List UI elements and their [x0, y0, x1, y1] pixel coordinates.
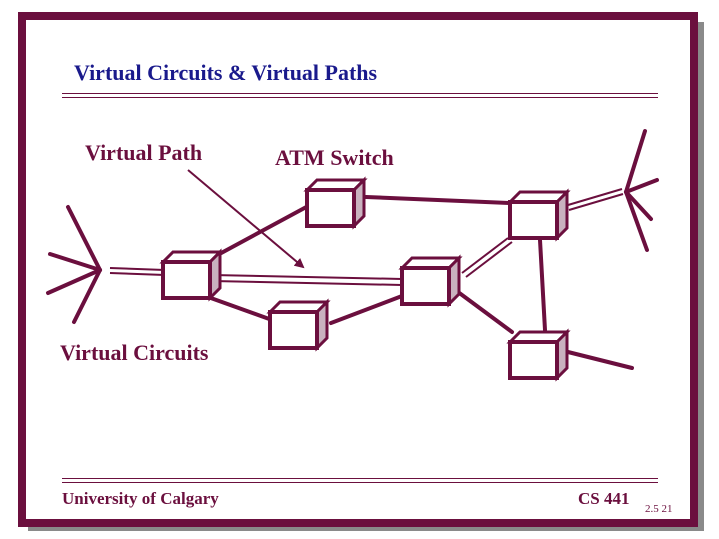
virtual-path-line-f: [109, 272, 166, 276]
link-right-bottom-stub: [566, 350, 634, 370]
virtual-path-line-e: [109, 267, 166, 271]
slide-title: Virtual Circuits & Virtual Paths: [74, 60, 378, 85]
page-number: 2.5 21: [645, 503, 673, 515]
switch-right-bottom: [506, 328, 571, 382]
switch-bottom-left: [266, 298, 331, 352]
link-center-to-right-bottom: [456, 290, 514, 334]
footer-rule-bottom: [62, 482, 658, 483]
virtual-path-line-b: [211, 280, 403, 286]
atm-switch-label: ATM Switch: [275, 145, 394, 170]
virtual-path-line-a: [211, 274, 403, 280]
footer-rule-top: [62, 478, 658, 479]
link-top-to-right-top: [364, 195, 512, 205]
switch-top: [303, 176, 368, 230]
switch-left: [159, 248, 224, 302]
link-left-to-bottom-left: [206, 295, 274, 322]
title-rule-top: [62, 93, 658, 94]
link-bottom-left-to-center: [329, 294, 404, 325]
virtual-path-line-c: [461, 237, 509, 274]
footer-institution: University of Calgary: [62, 489, 219, 508]
link-right-top-to-right-bottom: [538, 238, 547, 332]
virtual-path-arrow: [187, 169, 305, 269]
virtual-path-label: Virtual Path: [85, 140, 203, 165]
virtual-circuits-label: Virtual Circuits: [60, 340, 209, 365]
switch-right-top: [506, 188, 571, 242]
virtual-path-line-h: [568, 193, 624, 211]
left-virtual-circuits: [46, 205, 102, 324]
switch-center: [398, 254, 463, 308]
right-virtual-circuits: [624, 129, 659, 252]
virtual-path-line-d: [465, 241, 513, 278]
footer-course: CS 441: [578, 489, 630, 508]
title-rule-bottom: [62, 97, 658, 98]
virtual-path-line-g: [567, 188, 623, 206]
